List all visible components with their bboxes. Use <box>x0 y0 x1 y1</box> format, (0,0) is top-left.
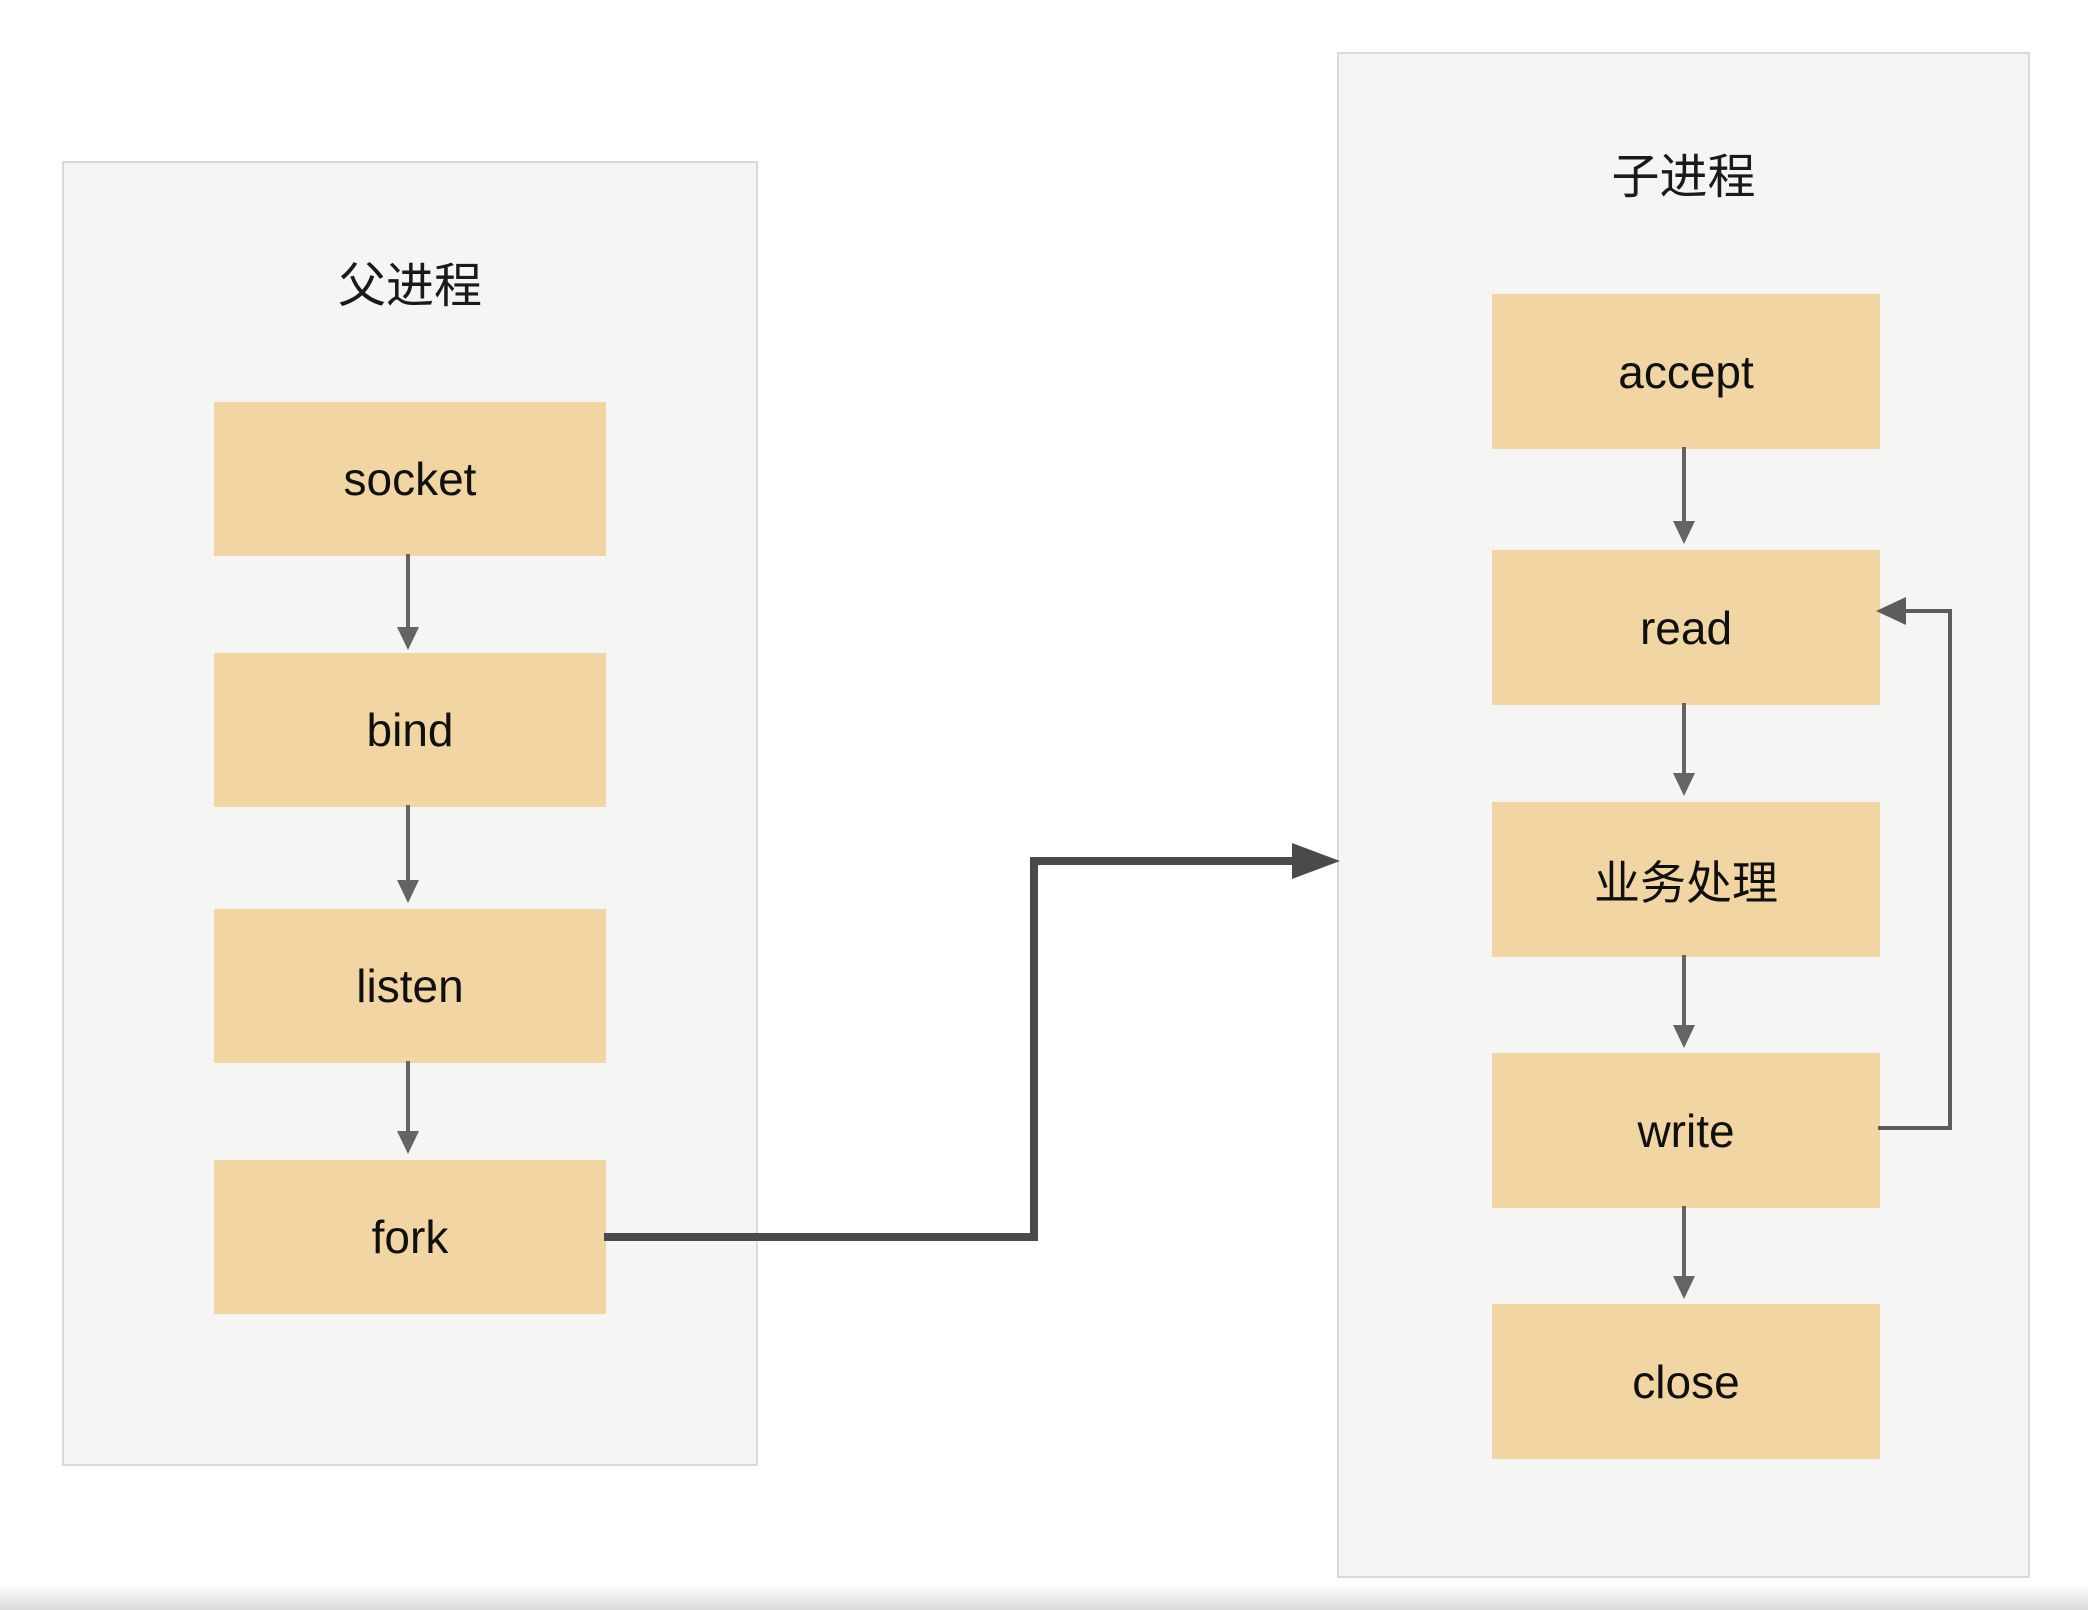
parent-panel-title: 父进程 <box>337 260 482 313</box>
flow-box-business-processing: 业务处理 <box>1492 802 1880 957</box>
child-process-panel: 子进程 accept read 业务处理 write close <box>1337 52 2030 1578</box>
flow-box-socket-label: socket <box>343 453 477 505</box>
flow-box-bind: bind <box>214 653 606 807</box>
flow-box-bind-label: bind <box>366 704 454 756</box>
flow-box-close-label: close <box>1632 1355 1740 1408</box>
flow-box-write: write <box>1492 1053 1880 1208</box>
flow-box-listen: listen <box>214 909 606 1063</box>
flow-box-read-label: read <box>1639 601 1733 654</box>
flow-box-close: close <box>1492 1304 1880 1459</box>
flow-box-socket: socket <box>214 402 606 556</box>
flow-box-read: read <box>1492 550 1880 705</box>
flow-box-accept-label: accept <box>1618 345 1754 398</box>
parent-process-panel: 父进程 socket bind listen fork <box>62 161 758 1466</box>
flow-box-business-processing-label: 业务处理 <box>1594 856 1778 909</box>
bottom-edge-shade <box>0 1584 2088 1610</box>
flow-box-fork-label: fork <box>371 1211 449 1263</box>
child-panel-title: 子进程 <box>1611 151 1756 204</box>
flow-box-accept: accept <box>1492 294 1880 449</box>
flow-box-fork: fork <box>214 1160 606 1314</box>
flow-box-write-label: write <box>1637 1104 1735 1157</box>
flow-box-listen-label: listen <box>356 960 464 1012</box>
